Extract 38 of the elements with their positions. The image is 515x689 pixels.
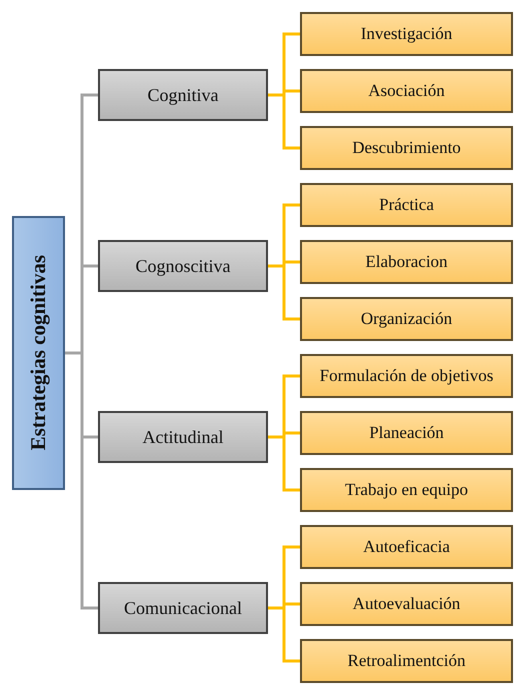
root-box xyxy=(12,216,65,490)
node-label: Cognitiva xyxy=(148,84,218,106)
node-label: Organización xyxy=(360,309,452,329)
connector-line xyxy=(268,94,300,150)
node-label: Investigación xyxy=(360,24,452,44)
node-label: Cognoscitiva xyxy=(136,256,230,276)
node-label: Descubrimiento xyxy=(352,138,461,158)
node-label: Práctica xyxy=(379,195,434,215)
item-box xyxy=(300,468,513,512)
item-box xyxy=(300,69,513,113)
item-box xyxy=(300,240,513,284)
connector-line xyxy=(268,606,300,662)
node-label: Planeación xyxy=(369,423,444,443)
category-box xyxy=(98,69,268,121)
item-box xyxy=(300,354,513,398)
connector-line xyxy=(268,264,300,320)
node-label: Retroalimentción xyxy=(347,651,466,671)
node-label: Autoevaluación xyxy=(352,594,460,614)
node-label: Actitudinal xyxy=(142,426,224,448)
category-box xyxy=(98,411,268,463)
item-box xyxy=(300,582,513,626)
category-box xyxy=(98,240,268,292)
connector-line xyxy=(268,436,300,492)
item-box xyxy=(300,297,513,341)
item-box xyxy=(300,639,513,683)
category-box xyxy=(98,582,268,634)
node-label: Asociación xyxy=(368,81,445,101)
item-box xyxy=(300,183,513,227)
node-label: Elaboracion xyxy=(365,252,448,272)
item-box xyxy=(300,126,513,170)
item-box xyxy=(300,411,513,455)
item-box xyxy=(300,12,513,56)
node-label: Trabajo en equipo xyxy=(344,480,468,500)
node-label: Autoeficacia xyxy=(363,537,450,557)
node-label: Comunicacional xyxy=(124,598,242,618)
item-box xyxy=(300,525,513,569)
node-label: Formulación de objetivos xyxy=(320,366,494,386)
node-label: Estrategias cognitivas xyxy=(26,255,51,451)
